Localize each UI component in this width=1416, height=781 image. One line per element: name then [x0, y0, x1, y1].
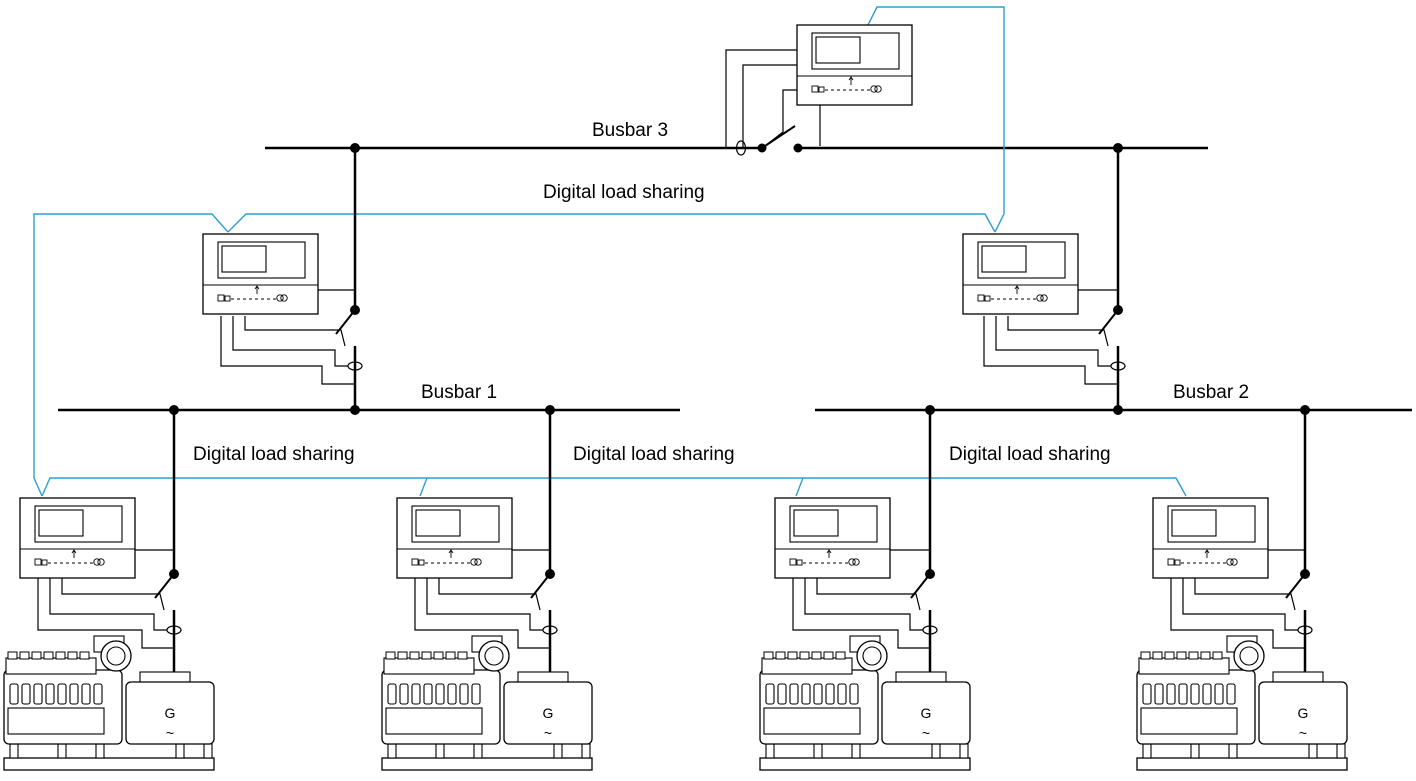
feeder-left: [220, 148, 363, 410]
busbar-3-label: Busbar 3: [592, 120, 669, 141]
load-sharing-label-busbar-1: Digital load sharing: [193, 444, 355, 465]
genset-2: G~: [381, 635, 593, 771]
junction-dots: [169, 143, 1310, 415]
svg-text:~: ~: [922, 725, 930, 741]
svg-text:~: ~: [166, 725, 174, 741]
generator-feeder-2: [414, 410, 558, 672]
diesel-engine-icon: [3, 635, 215, 771]
generator-feeders: [37, 410, 1313, 672]
generator-feeder-3: [792, 410, 938, 672]
busbar-1-label: Busbar 1: [421, 382, 498, 403]
generator-icon: G: [921, 705, 932, 721]
genset-4: G~: [1136, 635, 1348, 771]
feeder-right: [983, 148, 1126, 410]
busbar-2-label: Busbar 2: [1173, 382, 1250, 403]
svg-text:~: ~: [544, 725, 552, 741]
generator-icon: G: [543, 705, 554, 721]
load-sharing-label-middle: Digital load sharing: [573, 444, 735, 465]
controller-icon-bus-tie: [796, 24, 913, 106]
controller-icon-gen-3: [774, 497, 891, 579]
controller-icon-gen-1: [19, 497, 136, 579]
generator-icon: G: [1298, 705, 1309, 721]
generator-feeder-4: [1170, 410, 1313, 672]
svg-text:~: ~: [1299, 725, 1307, 741]
genset-3: G~: [759, 635, 971, 771]
gensets: G~G~G~G~: [3, 635, 1348, 771]
generator-icon: G: [165, 705, 176, 721]
diesel-engine-icon: [1136, 635, 1348, 771]
generator-feeder-1: [37, 410, 182, 672]
communication-link: [33, 6, 1187, 497]
controller-icon-gen-2: [396, 497, 513, 579]
controller-icon-busbar-1: [202, 233, 319, 315]
controller-icon-busbar-2: [962, 233, 1079, 315]
load-sharing-label-busbar-2: Digital load sharing: [949, 444, 1111, 465]
diesel-engine-icon: [381, 635, 593, 771]
load-sharing-label-top: Digital load sharing: [543, 182, 705, 203]
diesel-engine-icon: [759, 635, 971, 771]
bus-tie-wiring: [725, 49, 821, 148]
controller-icon-gen-4: [1152, 497, 1269, 579]
genset-1: G~: [3, 635, 215, 771]
